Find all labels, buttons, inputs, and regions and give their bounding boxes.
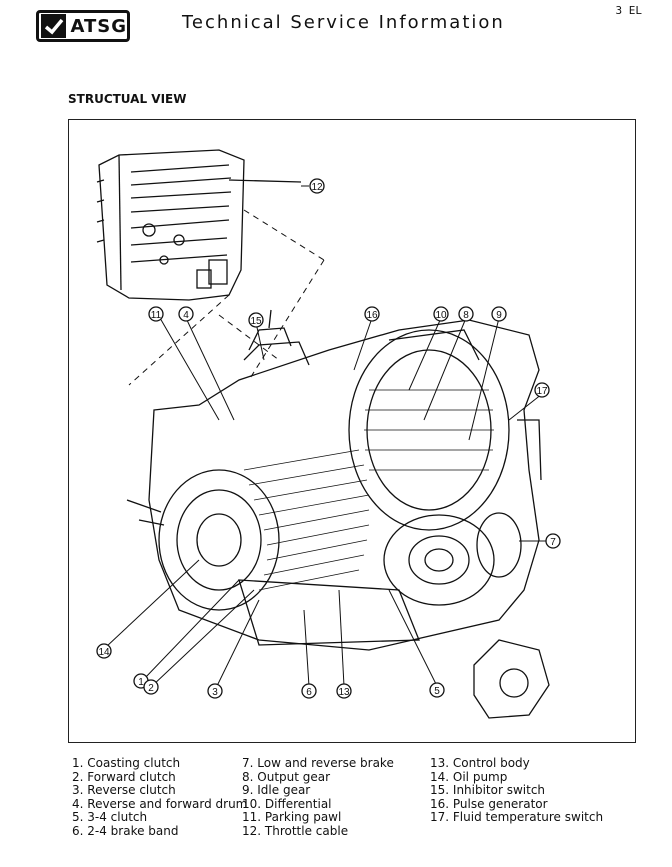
svg-text:11: 11 xyxy=(151,310,162,321)
callout-16: 16 xyxy=(364,306,380,322)
callout-14: 14 xyxy=(96,643,112,659)
svg-text:12: 12 xyxy=(311,182,323,193)
legend-item: 3. Reverse clutch xyxy=(72,783,176,797)
svg-text:14: 14 xyxy=(98,647,110,658)
legend-item: 5. 3-4 clutch xyxy=(72,810,148,824)
legend-item: 16. Pulse generator xyxy=(430,796,548,811)
legend-item: 10. Differential xyxy=(242,796,332,811)
legend-item: 14. Oil pump xyxy=(430,769,508,784)
legend-item: 2. Forward clutch xyxy=(72,769,176,784)
legend-item: 13. Control body xyxy=(430,756,530,770)
checkmark-icon xyxy=(41,14,67,38)
legend-column-3: 13. Control body 14. Oil pump 15. Inhibi… xyxy=(430,756,604,825)
section-title: STRUCTUAL VIEW xyxy=(68,92,187,106)
svg-text:3: 3 xyxy=(212,687,218,698)
callout-8: 8 xyxy=(458,306,474,322)
svg-text:7: 7 xyxy=(550,537,556,548)
legend-item: 12. Throttle cable xyxy=(242,823,349,838)
legend-item: 4. Reverse and forward drum xyxy=(72,796,248,811)
legend-item: 11. Parking pawl xyxy=(242,810,342,824)
callout-7: 13 xyxy=(336,683,352,699)
atsg-logo: ATSG xyxy=(36,10,130,42)
callout-5: 5 xyxy=(429,682,445,698)
legend-item: 9. Idle gear xyxy=(242,783,311,797)
control-body-drawing xyxy=(96,149,302,301)
callout-markers: 12 11 4 15 16 10 8 9 17 7 14 1 2 3 6 13 … xyxy=(96,178,561,699)
legend-item: 1. Coasting clutch xyxy=(72,756,181,770)
svg-text:10: 10 xyxy=(435,310,447,321)
legend-column-2: 7. Low and reverse brake 8. Output gear … xyxy=(242,756,394,838)
legend-item: 7. Low and reverse brake xyxy=(242,756,394,770)
svg-text:9: 9 xyxy=(496,310,502,321)
svg-text:16: 16 xyxy=(366,310,378,321)
svg-text:4: 4 xyxy=(183,310,189,321)
svg-text:5: 5 xyxy=(434,686,440,697)
svg-text:6: 6 xyxy=(306,687,312,698)
svg-text:15: 15 xyxy=(250,316,262,327)
svg-text:2: 2 xyxy=(148,683,154,694)
callout-15: 15 xyxy=(248,312,264,328)
legend-column-1: 1. Coasting clutch 2. Forward clutch 3. … xyxy=(72,756,248,838)
svg-text:8: 8 xyxy=(463,310,469,321)
callout-12: 11 xyxy=(148,306,164,322)
legend-item: 6. 2-4 brake band xyxy=(72,823,179,838)
svg-text:13: 13 xyxy=(338,687,350,698)
callout-6: 6 xyxy=(301,683,317,699)
legend-item: 8. Output gear xyxy=(242,769,331,784)
legend-item: 15. Inhibitor switch xyxy=(430,783,546,797)
callout-17: 17 xyxy=(534,382,550,398)
svg-text:1: 1 xyxy=(138,677,144,688)
callout-3: 3 xyxy=(207,683,223,699)
transmission-case-drawing xyxy=(126,309,550,719)
transmission-illustration: 12 11 4 15 16 10 8 9 17 7 14 1 2 3 6 13 … xyxy=(68,119,636,743)
exploded-view-drawing: 12 11 4 15 16 10 8 9 17 7 14 1 2 3 6 13 … xyxy=(96,149,561,719)
page-title: Technical Service Information xyxy=(182,12,505,33)
legend-item: 17. Fluid temperature switch xyxy=(430,810,604,824)
callout-13: 12 xyxy=(309,178,325,194)
callout-9: 9 xyxy=(491,306,507,322)
callout-11: 10 xyxy=(433,306,449,322)
callout-10: 7 xyxy=(545,533,561,549)
callout-2: 2 xyxy=(143,679,159,695)
callout-4: 4 xyxy=(178,306,194,322)
logo-text: ATSG xyxy=(70,15,127,37)
page-number: 3 EL xyxy=(615,4,643,17)
svg-text:17: 17 xyxy=(536,386,548,397)
